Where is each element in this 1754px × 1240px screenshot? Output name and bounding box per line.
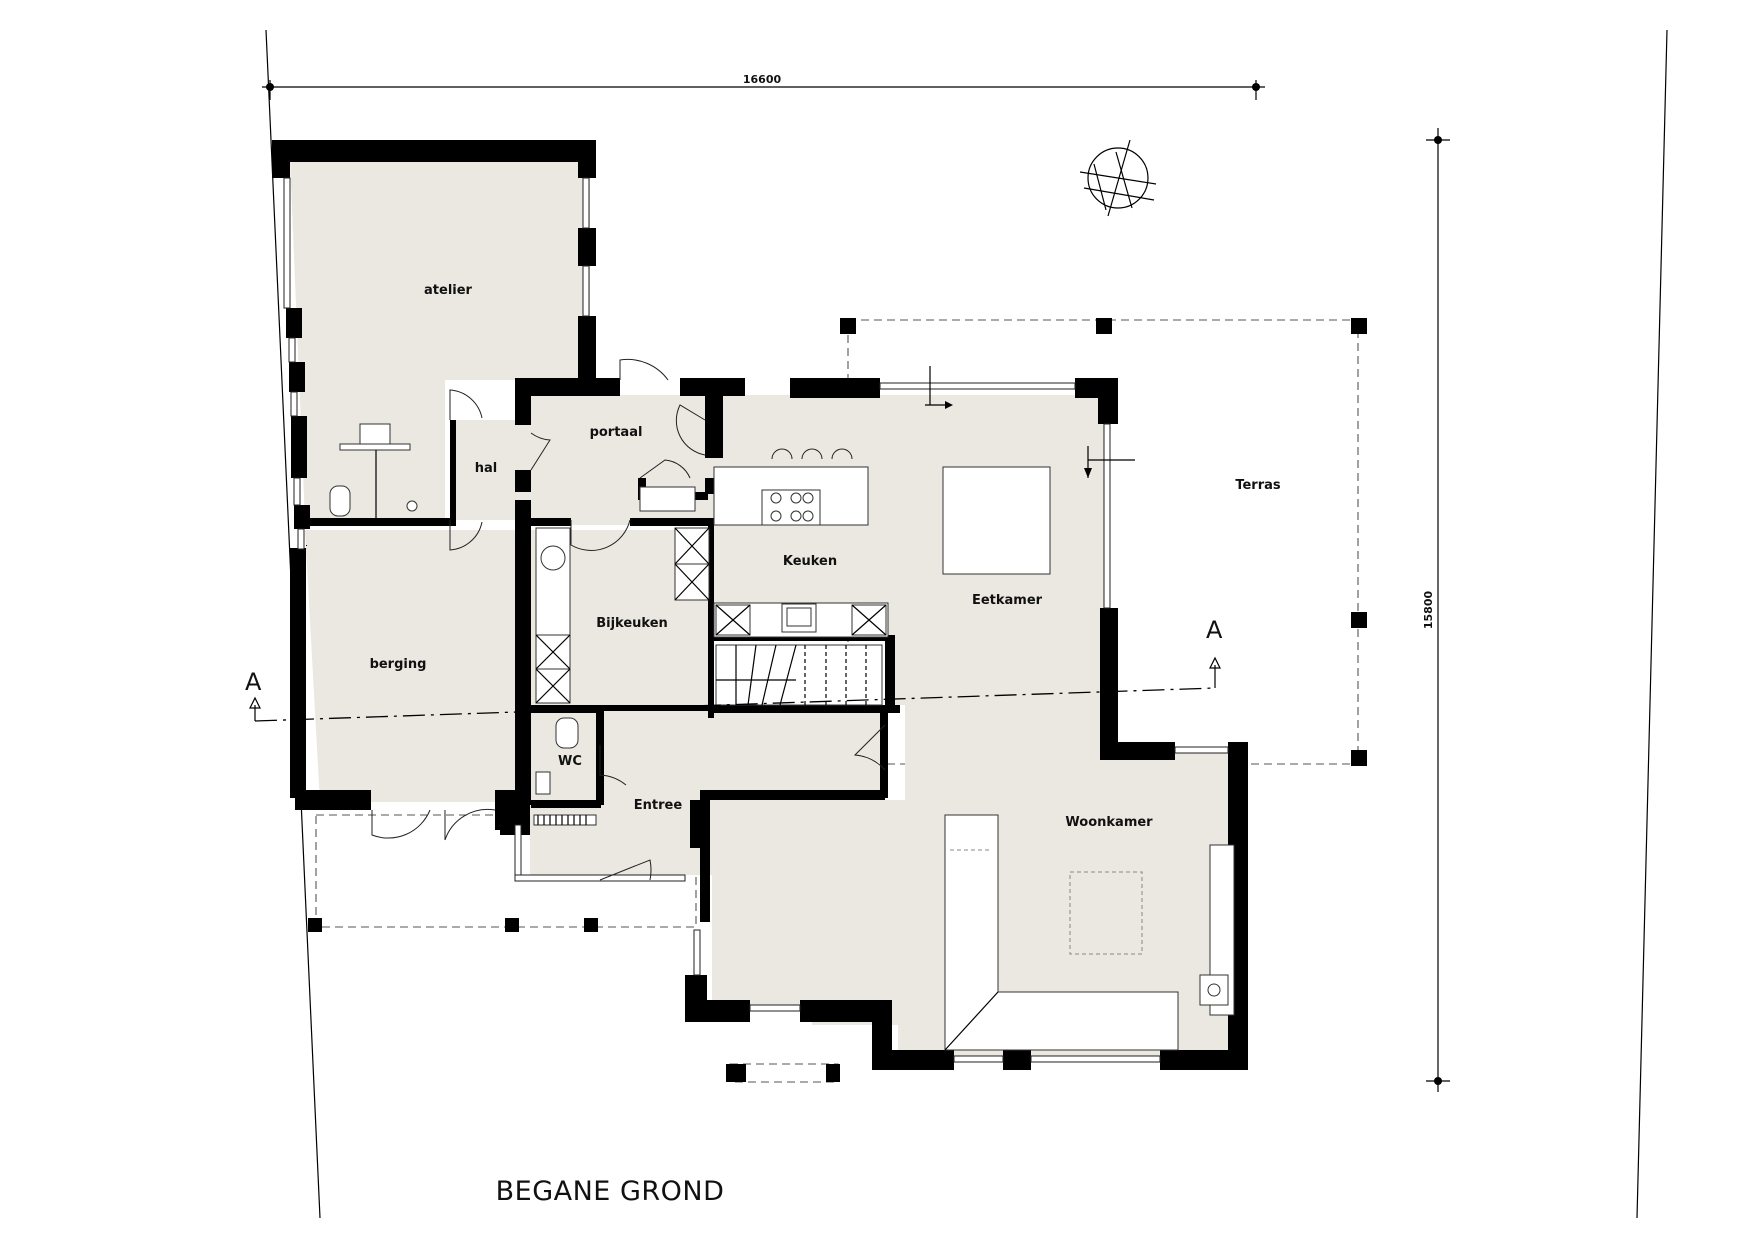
flow-arrows — [925, 366, 1135, 478]
label-bijkeuken: Bijkeuken — [596, 616, 668, 631]
kitchen-fixtures — [535, 448, 1051, 704]
section-marker-left: A — [245, 668, 262, 696]
sink-icon — [781, 603, 817, 633]
drawing-title: BEGANE GROND — [496, 1176, 725, 1207]
label-entree: Entree — [634, 798, 683, 813]
living-furniture — [944, 814, 1235, 1051]
section-marker-right: A — [1206, 616, 1223, 644]
stair-icon — [715, 644, 883, 706]
entrance-mat — [533, 814, 597, 826]
label-berging: berging — [370, 657, 427, 672]
entrance-canopy — [308, 814, 840, 1083]
cooktop-icon — [761, 489, 821, 526]
atelier-sanitary — [329, 423, 418, 518]
north-arrow-icon — [1079, 139, 1157, 217]
toilet-icon — [329, 485, 351, 517]
section-line: A A — [245, 616, 1223, 722]
label-portaal: portaal — [590, 425, 643, 440]
label-woonkamer: Woonkamer — [1065, 815, 1153, 830]
label-hal: hal — [475, 461, 497, 476]
dimension-width-label: 16600 — [743, 73, 782, 86]
label-atelier: atelier — [424, 283, 473, 298]
dimension-depth: 15800 — [1422, 128, 1450, 1092]
label-terras: Terras — [1235, 478, 1281, 493]
wc-toilet — [535, 717, 579, 795]
label-eetkamer: Eetkamer — [972, 593, 1043, 608]
label-keuken: Keuken — [783, 554, 837, 569]
label-wc: WC — [558, 754, 582, 769]
windows — [283, 177, 1229, 1063]
room-labels: atelier portaal hal Keuken Eetkamer Terr… — [370, 283, 1281, 830]
dimension-width: 16600 — [262, 73, 1265, 100]
doors — [371, 358, 886, 881]
dimension-depth-label: 15800 — [1422, 591, 1435, 630]
